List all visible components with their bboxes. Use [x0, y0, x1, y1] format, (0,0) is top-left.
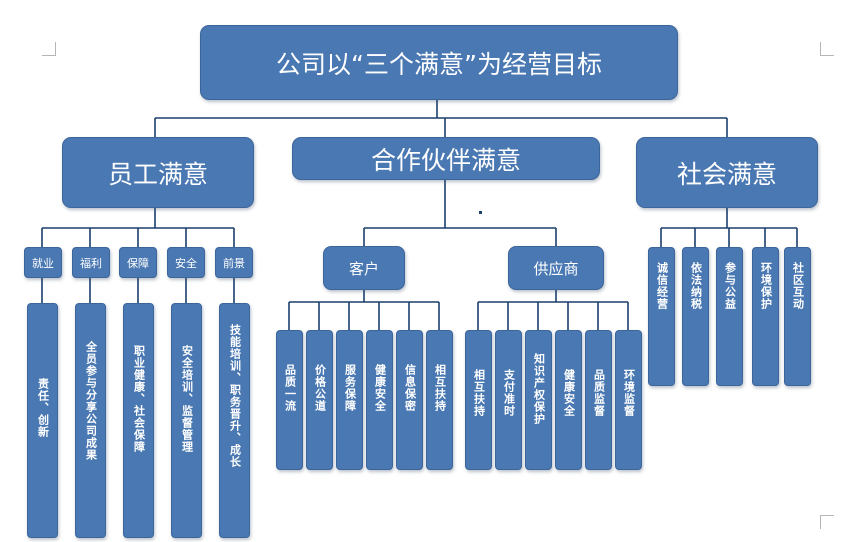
- employee-item-welfare: 全员参与分享公司成果: [75, 303, 106, 538]
- customer-item-1: 品质一流: [276, 330, 303, 470]
- customer-item-5: 信息保密: [396, 330, 423, 470]
- society-satisfaction-node: 社会满意: [636, 137, 818, 208]
- employee-category-employment: 就业: [24, 247, 62, 278]
- employee-item-security: 职业健康、社会保障: [123, 303, 154, 538]
- corner-mark-top-right: [820, 42, 834, 56]
- employee-category-prospects: 前景: [215, 247, 253, 278]
- supplier-node: 供应商: [508, 246, 604, 290]
- society-item-5: 社区互动: [784, 247, 811, 386]
- society-item-2: 依法纳税: [682, 247, 709, 386]
- customer-item-2: 价格公道: [306, 330, 333, 470]
- partner-satisfaction-node: 合作伙伴满意: [292, 137, 600, 180]
- supplier-item-5: 品质监督: [585, 330, 612, 470]
- employee-category-safety: 安全: [167, 247, 205, 278]
- customer-item-3: 服务保障: [336, 330, 363, 470]
- society-item-1: 诚信经营: [648, 247, 675, 386]
- employee-category-security: 保障: [119, 247, 157, 278]
- customer-item-6: 相互扶持: [426, 330, 453, 470]
- employee-item-safety: 安全培训、监督管理: [171, 303, 202, 538]
- corner-mark-top-left: [42, 42, 56, 56]
- supplier-item-4: 健康安全: [555, 330, 582, 470]
- customer-node: 客户: [323, 246, 405, 290]
- society-item-3: 参与公益: [716, 247, 743, 386]
- employee-item-prospects: 技能培训、职务晋升、成长: [219, 303, 250, 538]
- corner-mark-bottom-right: [820, 515, 834, 529]
- supplier-item-3: 知识产权保护: [525, 330, 552, 470]
- supplier-item-6: 环境监督: [615, 330, 642, 470]
- society-item-4: 环境保护: [752, 247, 779, 386]
- supplier-item-2: 支付准时: [495, 330, 522, 470]
- employee-category-welfare: 福利: [72, 247, 110, 278]
- employee-item-employment: 责任、创新: [27, 303, 58, 538]
- employee-satisfaction-node: 员工满意: [62, 137, 254, 208]
- customer-item-4: 健康安全: [366, 330, 393, 470]
- supplier-item-1: 相互扶持: [465, 330, 492, 470]
- diagram-title: 公司以“三个满意”为经营目标: [200, 25, 678, 100]
